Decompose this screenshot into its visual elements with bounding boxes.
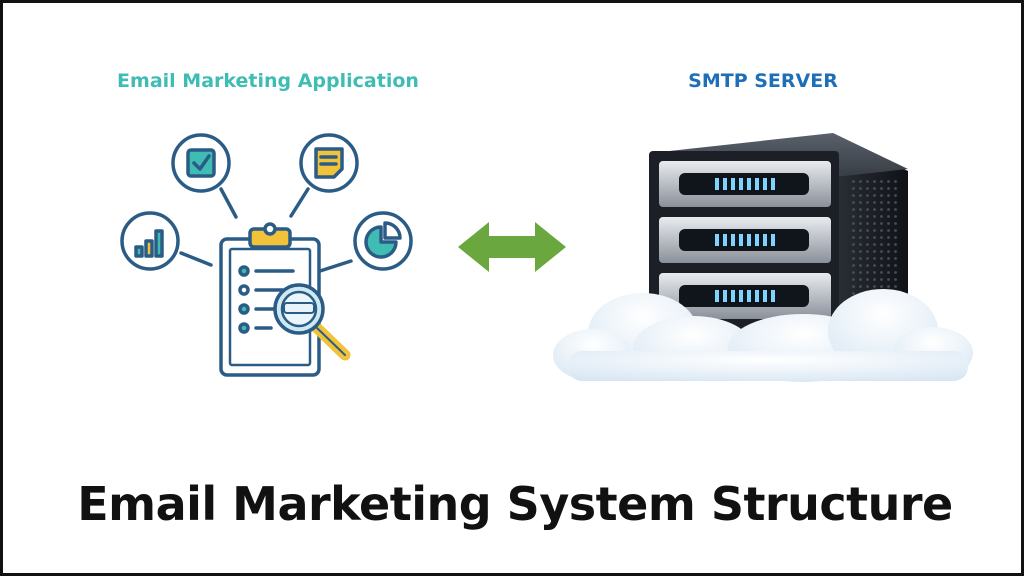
diagram-title: Email Marketing System Structure	[77, 477, 953, 531]
app-label: Email Marketing Application	[117, 70, 419, 92]
server-bay	[659, 161, 831, 207]
bar-chart-icon	[120, 211, 180, 271]
cloud-icon	[553, 289, 973, 382]
server-label: SMTP SERVER	[688, 70, 838, 92]
magnifier-icon	[273, 283, 351, 361]
connector-line	[219, 187, 238, 219]
notes-icon	[299, 133, 359, 193]
connector-line	[289, 187, 310, 218]
bidirectional-arrow	[458, 222, 566, 272]
server-bay	[659, 217, 831, 263]
diagram-canvas	[120, 133, 973, 382]
connector-line	[318, 259, 353, 273]
email-marketing-application-icon	[120, 133, 413, 377]
checkbox-icon	[171, 133, 231, 193]
connector-line	[179, 251, 213, 267]
pie-chart-icon	[353, 211, 413, 271]
server-bay	[659, 273, 831, 319]
clipboard-icon	[219, 222, 321, 377]
